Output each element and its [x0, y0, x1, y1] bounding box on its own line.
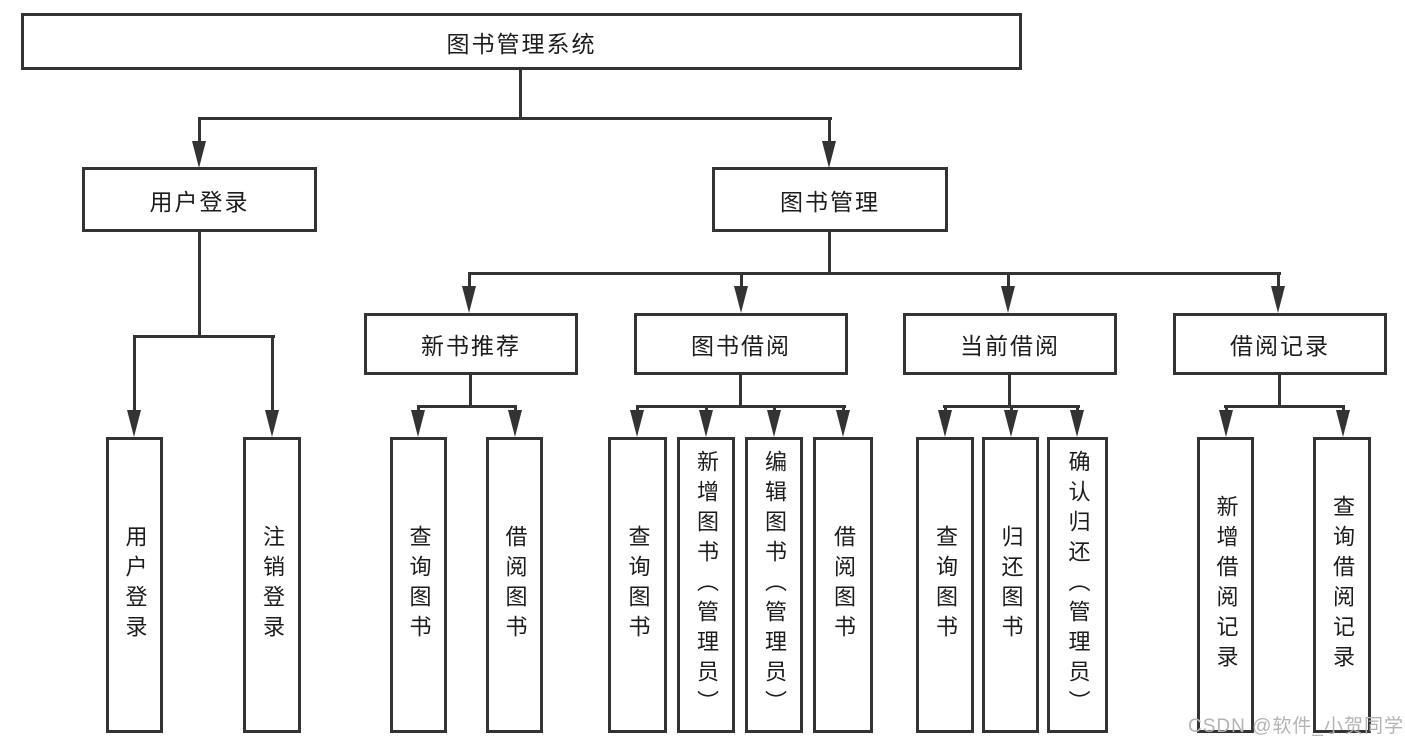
arrow-down-icon — [836, 410, 850, 437]
arrow-down-icon — [462, 286, 476, 313]
connector-line — [468, 272, 471, 289]
csdn-watermark: CSDN @软件_小贺同学 — [1188, 716, 1404, 737]
connector-line — [739, 373, 742, 408]
arrow-down-icon — [127, 410, 141, 437]
connector-line — [1277, 272, 1280, 289]
node-borrow-records: 借阅记录 — [1173, 313, 1387, 375]
arrow-down-icon — [1001, 286, 1015, 313]
connector-line — [944, 405, 947, 413]
connector-line — [1007, 272, 1010, 289]
connector-line — [417, 405, 517, 408]
connector-line — [828, 117, 831, 143]
leaf-logout: 注销登录 — [243, 437, 301, 733]
connector-line — [519, 68, 522, 120]
connector-line — [468, 272, 1281, 275]
leaf-cb-return-books: 归还图书 — [982, 437, 1039, 733]
arrow-down-icon — [1070, 410, 1084, 437]
arrow-down-icon — [767, 410, 781, 437]
arrow-down-icon — [630, 410, 644, 437]
connector-line — [1224, 405, 1345, 408]
leaf-bb-add-books-admin: 新增图书（管理员） — [677, 437, 735, 733]
connector-line — [1010, 405, 1013, 413]
connector-line — [514, 405, 517, 413]
connector-line — [842, 405, 845, 413]
arrow-down-icon — [508, 410, 522, 437]
arrow-down-icon — [938, 410, 952, 437]
connector-line — [1008, 373, 1011, 408]
node-new-book-recommend: 新书推荐 — [364, 313, 578, 375]
connector-line — [1342, 405, 1345, 413]
connector-line — [773, 405, 776, 413]
connector-line — [133, 335, 275, 338]
connector-line — [133, 335, 136, 413]
arrow-down-icon — [192, 141, 206, 168]
leaf-br-query-record: 查询借阅记录 — [1313, 437, 1371, 733]
leaf-cb-confirm-return-admin: 确认归还（管理员） — [1047, 437, 1108, 733]
arrow-down-icon — [699, 410, 713, 437]
arrow-down-icon — [734, 286, 748, 313]
connector-line — [1076, 405, 1079, 413]
connector-line — [705, 405, 708, 413]
connector-line — [1225, 405, 1228, 413]
arrow-down-icon — [1271, 286, 1285, 313]
connector-line — [469, 373, 472, 408]
leaf-bb-borrow-books: 借阅图书 — [813, 437, 873, 733]
arrow-down-icon — [1219, 410, 1233, 437]
leaf-user-login: 用户登录 — [106, 437, 163, 733]
node-book-borrow: 图书借阅 — [634, 313, 848, 375]
node-book-management: 图书管理 — [712, 167, 948, 232]
leaf-br-add-record: 新增借阅记录 — [1197, 437, 1254, 733]
connector-line — [636, 405, 846, 408]
connector-line — [417, 405, 420, 413]
node-root: 图书管理系统 — [21, 13, 1022, 70]
leaf-bb-query-books: 查询图书 — [608, 437, 667, 733]
connector-line — [198, 117, 832, 120]
leaf-cb-query-books: 查询图书 — [916, 437, 974, 733]
connector-line — [636, 405, 639, 413]
arrow-down-icon — [411, 410, 425, 437]
leaf-bb-edit-books-admin: 编辑图书（管理员） — [745, 437, 803, 733]
arrow-down-icon — [1336, 410, 1350, 437]
arrow-down-icon — [265, 410, 279, 437]
connector-line — [198, 117, 201, 143]
connector-line — [828, 230, 831, 275]
leaf-nbr-query-books: 查询图书 — [390, 437, 447, 733]
leaf-nbr-borrow-books: 借阅图书 — [486, 437, 543, 733]
arrow-down-icon — [1004, 410, 1018, 437]
arrow-down-icon — [822, 141, 836, 168]
connector-line — [740, 272, 743, 289]
node-user-login: 用户登录 — [82, 167, 317, 232]
node-current-borrow: 当前借阅 — [903, 313, 1117, 375]
connector-line — [271, 335, 274, 413]
connector-line — [1278, 373, 1281, 408]
connector-line — [198, 230, 201, 338]
